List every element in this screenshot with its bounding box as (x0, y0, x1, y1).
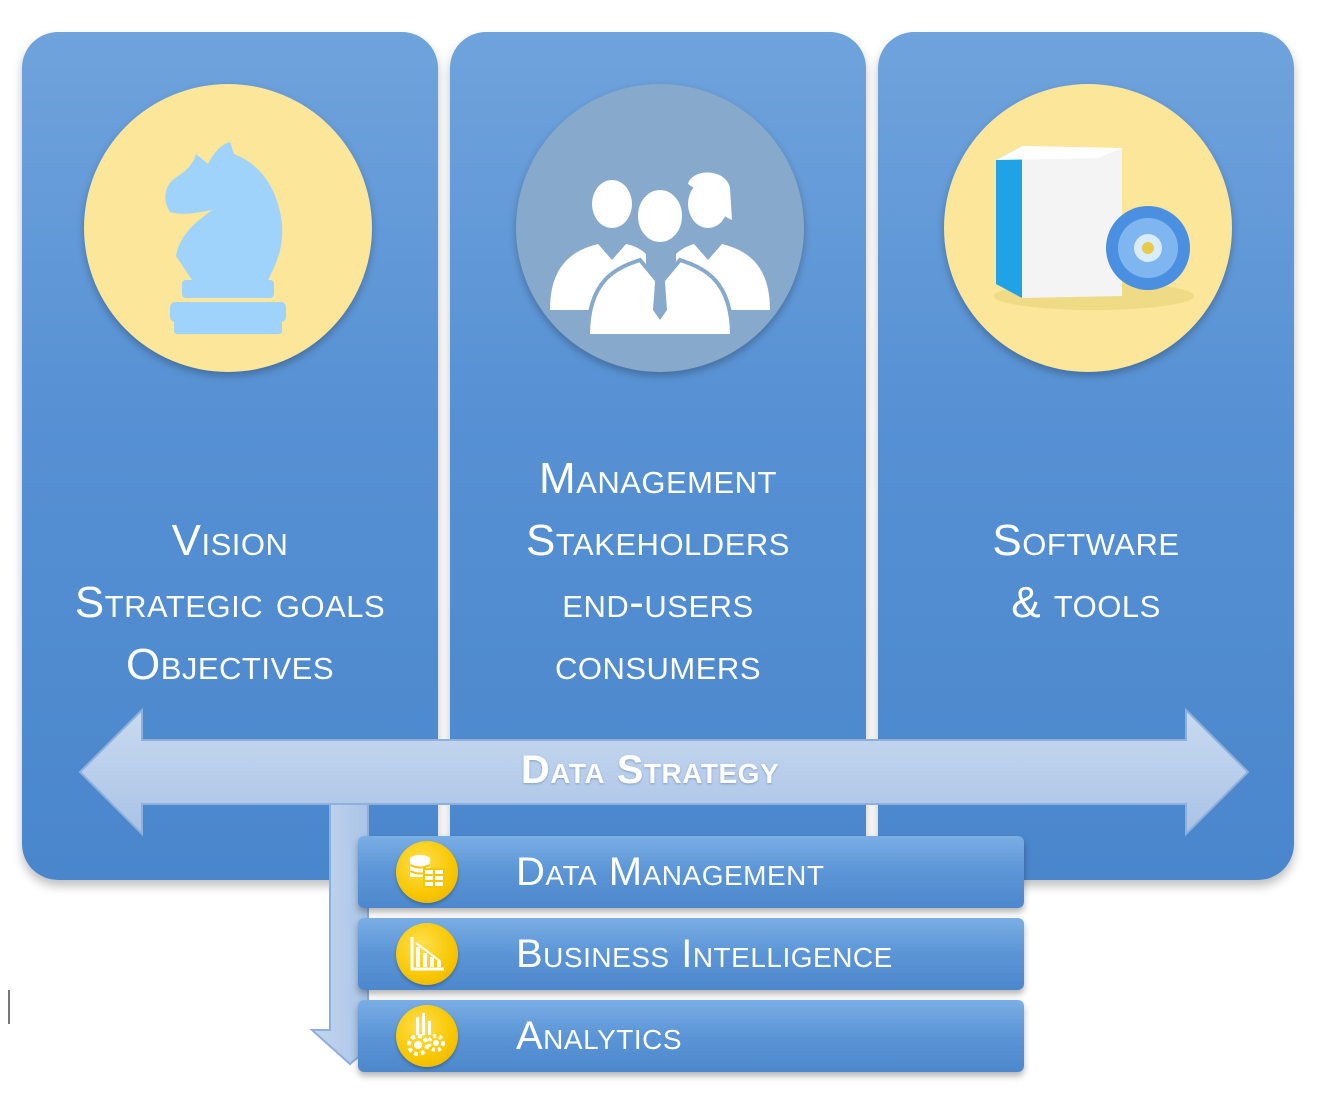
stakeholders-line-1: Management (538, 454, 777, 503)
software-line-1: Software (992, 516, 1180, 565)
database-icon (396, 841, 458, 903)
people-group-icon (516, 84, 804, 372)
vision-panel: Vision Strategic goals Objectives (22, 32, 438, 880)
bar-chart-icon (396, 923, 458, 985)
edge-line (8, 990, 10, 1024)
software-panel: Software & tools (878, 32, 1294, 880)
stakeholders-line-4: consumers (554, 640, 761, 689)
software-text: Software & tools (878, 510, 1294, 634)
data-strategy-label: Data Strategy (520, 748, 780, 792)
gears-chart-icon (396, 1005, 458, 1067)
vision-line-3: Objectives (125, 640, 335, 689)
data-management-label: Data Management (516, 850, 825, 894)
software-box-icon (944, 84, 1232, 372)
vision-text: Vision Strategic goals Objectives (22, 510, 438, 696)
stakeholders-line-3: end-users (562, 578, 754, 627)
analytics-label: Analytics (516, 1014, 683, 1058)
data-management-bar: Data Management (358, 836, 1024, 908)
analytics-bar: Analytics (358, 1000, 1024, 1072)
stakeholders-line-2: Stakeholders (526, 516, 790, 565)
business-intelligence-bar: Business Intelligence (358, 918, 1024, 990)
chess-knight-icon (84, 84, 372, 372)
stakeholders-text: Management Stakeholders end-users consum… (450, 448, 866, 696)
business-intelligence-label: Business Intelligence (516, 932, 893, 976)
vision-line-1: Vision (171, 516, 289, 565)
software-line-2: & tools (1011, 578, 1161, 627)
vision-line-2: Strategic goals (74, 578, 386, 627)
